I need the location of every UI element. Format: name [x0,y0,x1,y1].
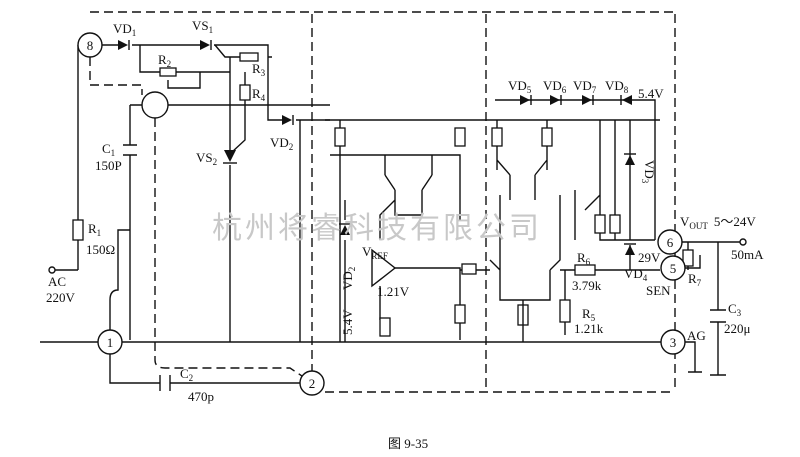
figure-caption: 图 9-35 [388,436,428,451]
svg-text:3.79k: 3.79k [572,278,602,293]
pin-8 [77,32,103,58]
pin-2-label: 2 [309,376,316,391]
pin-3 [660,329,686,355]
svg-text:VS1: VS1 [192,18,213,35]
svg-text:R3: R3 [252,61,266,78]
svg-text:VD8: VD8 [605,78,629,95]
diode-vd2-icon [282,115,292,125]
pin-1 [97,329,123,355]
resistor-r7 [682,249,694,267]
reference-section [325,119,660,342]
svg-text:150Ω: 150Ω [86,242,115,257]
resistor-r6 [574,264,596,276]
resistor-r1 [72,219,84,241]
svg-text:SEN: SEN [646,283,671,298]
thyristor-vs2-icon [224,150,236,162]
svg-text:R4: R4 [252,86,266,103]
component-labels: VD1 VS1 R2 R3 R4 VS2 VD2 C1 150P R1 150Ω… [46,18,764,404]
pin-2 [299,370,325,396]
svg-text:VD2: VD2 [340,267,357,290]
svg-text:VD3: VD3 [640,160,657,184]
pin-8-label: 8 [87,38,94,53]
svg-text:5.4V: 5.4V [638,86,664,101]
svg-text:VS2: VS2 [196,150,217,167]
svg-text:R6: R6 [577,250,591,267]
resistor-r5 [559,299,571,323]
watermark: 杭州将睿科技有限公司 [212,211,542,246]
svg-text:VD2: VD2 [270,135,293,152]
svg-text:R1: R1 [88,221,101,238]
svg-text:AG: AG [687,328,706,343]
output-terminal [739,238,747,246]
diode-vd1-icon [118,40,128,50]
svg-text:VD6: VD6 [543,78,567,95]
svg-text:1.21V: 1.21V [377,284,410,299]
svg-text:VD4: VD4 [624,266,648,283]
amplifier-section [489,95,747,376]
svg-text:VD7: VD7 [573,78,597,95]
svg-text:5.4V: 5.4V [340,309,355,335]
svg-text:50mA: 50mA [731,247,764,262]
pin-5-label: 5 [670,261,677,276]
pin-6 [657,229,683,255]
ic-boundary [89,11,676,393]
svg-text:R7: R7 [688,271,702,288]
thyristor-vs1-icon [200,40,210,50]
svg-text:1.21k: 1.21k [574,321,604,336]
input-section [40,32,670,396]
svg-text:220μ: 220μ [724,321,751,336]
pin-6-label: 6 [667,235,674,250]
svg-text:R2: R2 [158,52,171,69]
svg-text:470p: 470p [188,389,214,404]
svg-text:C2: C2 [180,366,193,383]
pin-5 [660,255,686,281]
svg-text:VD1: VD1 [113,21,136,38]
svg-text:R5: R5 [582,306,596,323]
pin-1-label: 1 [107,335,114,350]
svg-text:VD5: VD5 [508,78,532,95]
pin-3-label: 3 [670,335,677,350]
svg-text:220V: 220V [46,290,76,305]
svg-text:29V: 29V [638,250,661,265]
svg-text:C1: C1 [102,141,115,158]
svg-text:C3: C3 [728,301,742,318]
svg-text:150P: 150P [95,158,122,173]
bridge-node [141,91,169,119]
svg-text:VREF: VREF [362,244,388,261]
svg-text:AC: AC [48,274,66,289]
